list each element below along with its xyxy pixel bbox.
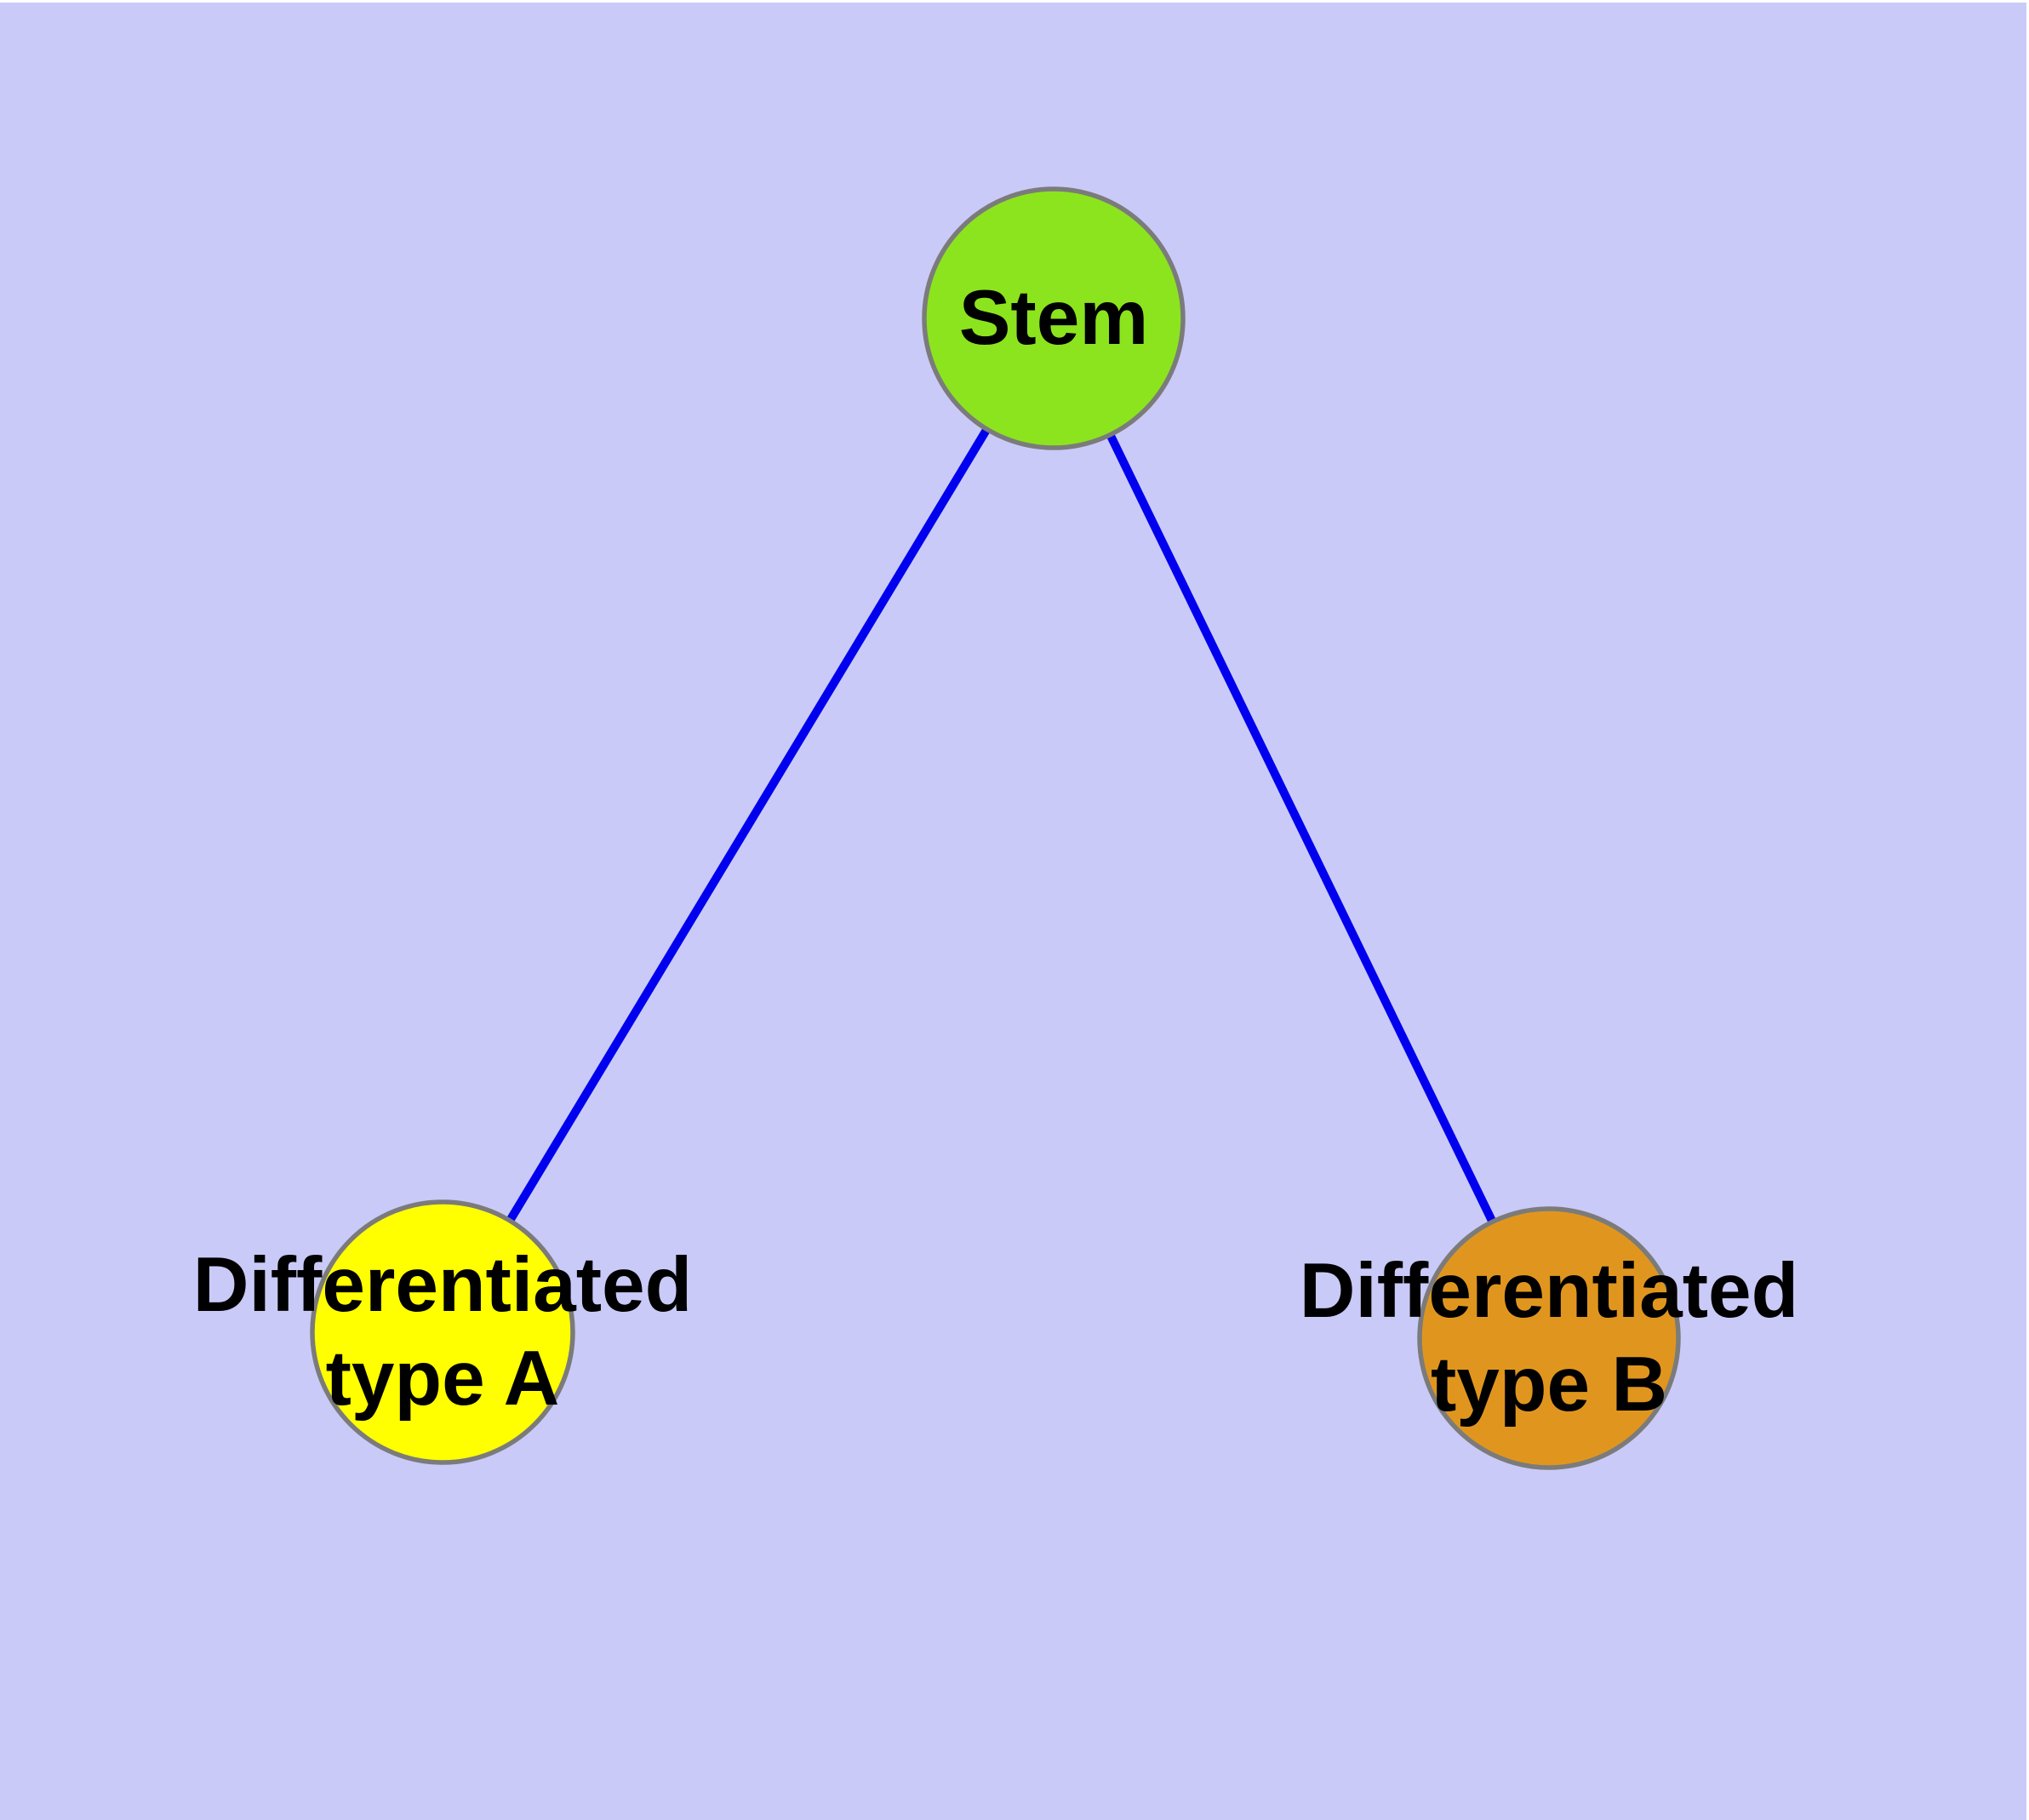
page-margin-right bbox=[2026, 0, 2029, 1820]
page-margin-top bbox=[0, 0, 2029, 3]
node-stem-circle[interactable] bbox=[922, 186, 1186, 450]
node-type-b-circle[interactable] bbox=[1417, 1206, 1681, 1470]
edge-stem-to-type-a bbox=[438, 316, 1058, 1335]
node-type-a-circle[interactable] bbox=[310, 1199, 575, 1465]
edge-stem-to-type-b bbox=[1049, 316, 1553, 1341]
